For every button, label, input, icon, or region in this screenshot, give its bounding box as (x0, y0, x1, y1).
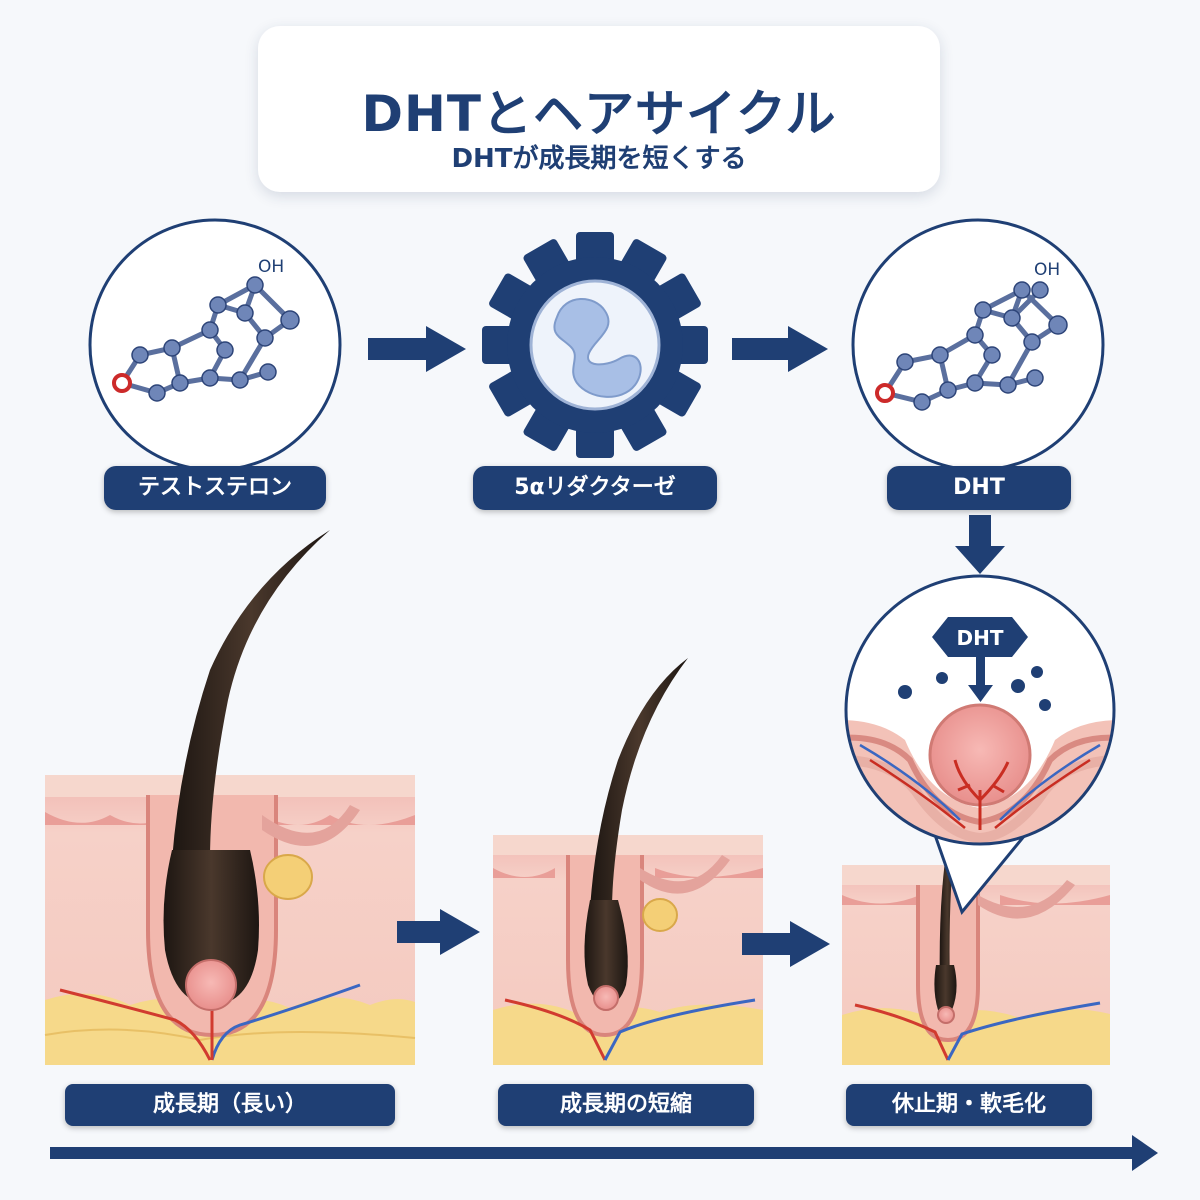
dht-particle (936, 672, 948, 684)
enzyme-gear (482, 232, 708, 458)
page-title: DHTとヘアサイクル (361, 85, 837, 143)
label-5a-reductase: 5αリダクターゼ (473, 466, 717, 510)
dht-hexagon (932, 617, 1028, 657)
arrow-to-enzyme (368, 326, 466, 372)
arrow-down-to-follicle (955, 515, 1005, 574)
hair-shaft-anagen (172, 530, 330, 860)
oh-label-right: OH (1034, 260, 1060, 280)
arrow-stage-1-2 (397, 909, 480, 955)
dht-molecule: OH (851, 218, 1105, 472)
label-dht: DHT (887, 466, 1071, 510)
dht-hexagon-label: DHT (957, 626, 1004, 650)
label-stage-shortened: 成長期の短縮 (498, 1084, 754, 1126)
skin-panel-telogen (842, 840, 1110, 1065)
arrow-stage-2-3 (742, 921, 830, 967)
page-subtitle: DHTが成長期を短くする (451, 144, 747, 174)
skin-panel-shortened (493, 658, 763, 1065)
testosterone-molecule: OH (88, 218, 342, 472)
dht-particle (898, 685, 912, 699)
dermal-papilla-1 (185, 959, 237, 1011)
dht-particle (1031, 666, 1043, 678)
oh-label-left: OH (258, 257, 284, 277)
hair-shaft-shortened (590, 658, 688, 910)
sebaceous-gland-1 (263, 854, 313, 900)
arrow-to-dht (732, 326, 828, 372)
enzyme-protein-shape (553, 298, 642, 398)
label-stage-anagen: 成長期（長い） (65, 1084, 395, 1126)
zoom-circle: DHT (844, 574, 1116, 846)
testosterone-atoms (112, 276, 300, 402)
dht-particle (1011, 679, 1025, 693)
skin-panel-anagen (44, 530, 416, 1065)
label-stage-telogen: 休止期・軟毛化 (846, 1084, 1092, 1126)
title-card: DHTとヘアサイクル DHTが成長期を短くする (258, 26, 940, 192)
label-testosterone: テストステロン (104, 466, 326, 510)
timeline-arrow (50, 1135, 1158, 1171)
oxygen-atom (112, 373, 132, 393)
dht-particle (1039, 699, 1051, 711)
